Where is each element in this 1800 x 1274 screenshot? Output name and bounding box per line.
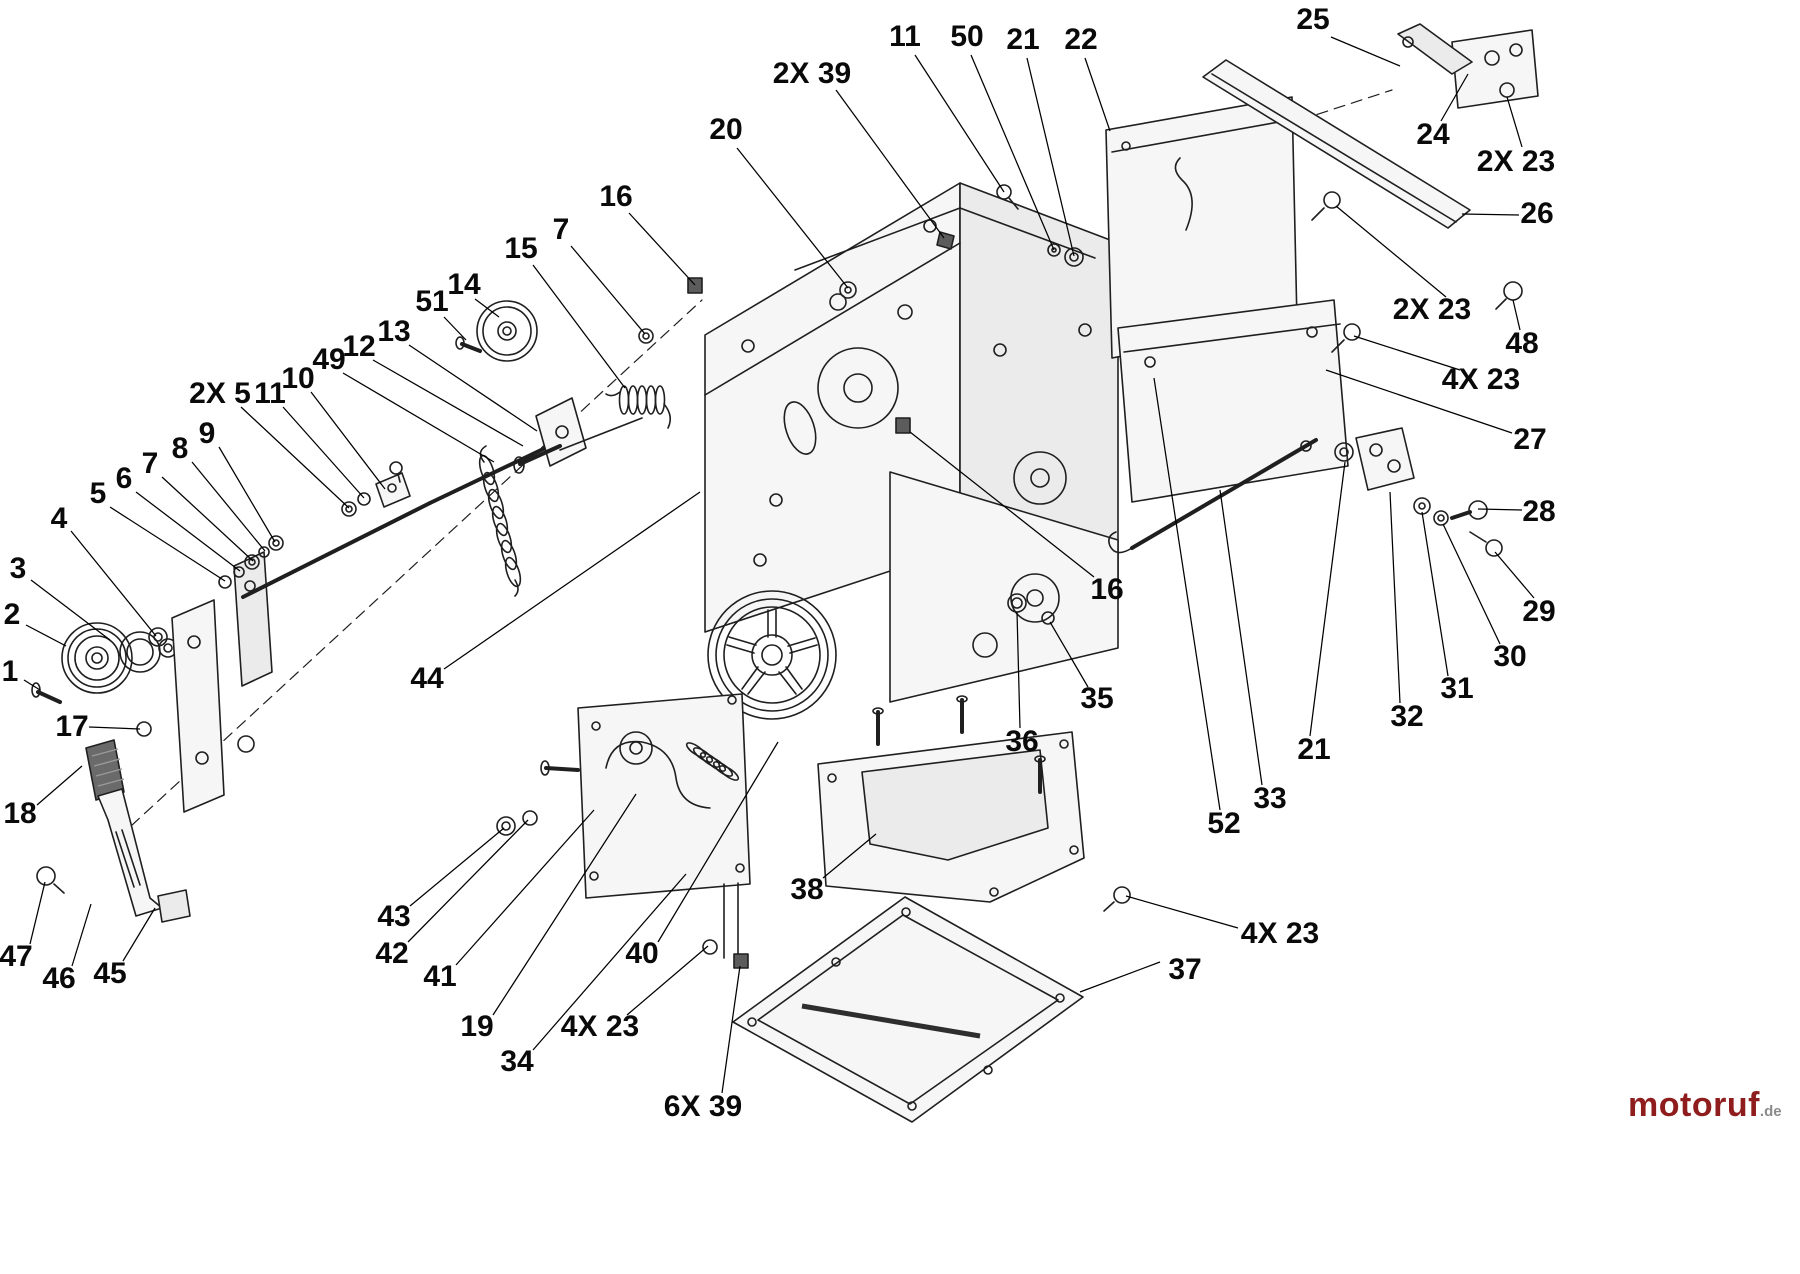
callout-35: 35: [1080, 682, 1114, 715]
callout-37: 37: [1168, 953, 1202, 986]
motoruf-logo: motoruf.de: [1628, 1086, 1782, 1125]
part-shift-rod: [1108, 427, 1503, 557]
callout-18: 18: [3, 797, 37, 830]
callout-26: 26: [1520, 197, 1554, 230]
callout-7-top: 7: [552, 213, 570, 246]
callout-6x39: 6X 39: [663, 1090, 743, 1123]
callout-34: 34: [500, 1045, 534, 1078]
callout-22: 22: [1064, 23, 1098, 56]
callout-29: 29: [1522, 595, 1556, 628]
bolt-11-top: [996, 184, 1019, 210]
bolt-51: [455, 336, 482, 353]
callout-43: 43: [377, 900, 411, 933]
callout-38: 38: [790, 873, 824, 906]
callout-10: 10: [281, 362, 315, 395]
callout-47: 47: [0, 940, 33, 973]
part-bottom-plate: [732, 896, 1084, 1123]
callout-45: 45: [93, 957, 127, 990]
part-transmission-bracket: [540, 693, 751, 959]
callout-15: 15: [504, 232, 538, 265]
logo-suffix: .de: [1759, 1103, 1782, 1120]
part-hand-lever: [85, 739, 191, 923]
bolt-47: [36, 866, 65, 894]
part-engine-plate: [817, 695, 1085, 903]
callout-4x23-r1: 4X 23: [1441, 363, 1521, 396]
callout-27: 27: [1513, 423, 1547, 456]
callout-9: 9: [198, 417, 216, 450]
part-spring-40: [685, 742, 740, 781]
part-brake-spring: [605, 385, 672, 429]
part-control-rod: [218, 439, 562, 599]
callout-12: 12: [342, 330, 376, 363]
part-pulley-wheel: [707, 590, 837, 720]
bolt-48: [1495, 281, 1523, 310]
callout-48: 48: [1505, 327, 1539, 360]
callout-17: 17: [55, 710, 89, 743]
washer-43: [496, 816, 516, 836]
callout-16-left: 16: [599, 180, 633, 213]
part-handle-bracket: [1202, 23, 1539, 229]
bolt-6x39: [702, 939, 749, 969]
callout-4x23-b: 4X 23: [560, 1010, 640, 1043]
part-idler-arm: [513, 397, 643, 474]
callout-5: 5: [89, 477, 107, 510]
callout-21-top: 21: [1006, 23, 1040, 56]
bolt-2x23-mid: [1311, 191, 1341, 221]
callout-40: 40: [625, 937, 659, 970]
callout-6: 6: [115, 462, 133, 495]
callout-50: 50: [950, 20, 984, 53]
callout-2x5: 2X 5: [189, 377, 251, 410]
callout-3: 3: [9, 552, 27, 585]
washer-21-top: [1064, 247, 1084, 267]
bolt-35: [1041, 611, 1055, 625]
part-side-panel: [1117, 299, 1349, 503]
washer-4: [148, 627, 168, 647]
callout-13: 13: [377, 315, 411, 348]
callout-2x39: 2X 39: [772, 57, 852, 90]
callout-52: 52: [1207, 807, 1241, 840]
leader-lines: [23, 36, 1535, 1094]
part-main-frame: [704, 182, 1119, 703]
callout-24: 24: [1416, 118, 1450, 151]
washer-42: [522, 810, 538, 826]
part-small-pulley: [476, 300, 538, 362]
callout-1: 1: [1, 655, 19, 688]
callout-4: 4: [50, 502, 68, 535]
callout-31: 31: [1440, 672, 1474, 705]
clip-16-right: [895, 417, 911, 434]
callout-46: 46: [42, 962, 76, 995]
callout-30: 30: [1493, 640, 1527, 673]
callout-2x23-top: 2X 23: [1476, 145, 1556, 178]
callout-14: 14: [447, 268, 481, 301]
callout-41: 41: [423, 960, 457, 993]
callout-21-bottom: 21: [1297, 733, 1331, 766]
callout-2x23-mid: 2X 23: [1392, 293, 1472, 326]
callout-42: 42: [375, 937, 409, 970]
callout-28: 28: [1522, 495, 1556, 528]
callout-19: 19: [460, 1010, 494, 1043]
callout-44: 44: [410, 662, 444, 695]
callout-11-left: 11: [254, 377, 286, 410]
callout-36: 36: [1005, 725, 1039, 758]
callout-7-left: 7: [141, 447, 159, 480]
callout-32: 32: [1390, 700, 1424, 733]
callout-16-right: 16: [1090, 573, 1124, 606]
bolt-4x23-right: [1331, 323, 1361, 353]
bolt-1: [31, 682, 62, 704]
callout-11-top: 11: [889, 20, 921, 53]
callout-49: 49: [312, 343, 346, 376]
callout-8: 8: [171, 432, 189, 465]
logo-text: motoruf: [1628, 1086, 1760, 1124]
callout-51: 51: [415, 285, 449, 318]
washer-50: [1047, 243, 1061, 257]
clip-39-top: [936, 231, 955, 250]
callout-2: 2: [3, 598, 21, 631]
callout-33: 33: [1253, 782, 1287, 815]
callout-25: 25: [1296, 3, 1330, 36]
nut-7-top: [638, 328, 654, 344]
bolt-4x23-engine: [1103, 886, 1131, 912]
callout-4x23-r2: 4X 23: [1240, 917, 1320, 950]
callout-20: 20: [709, 113, 743, 146]
